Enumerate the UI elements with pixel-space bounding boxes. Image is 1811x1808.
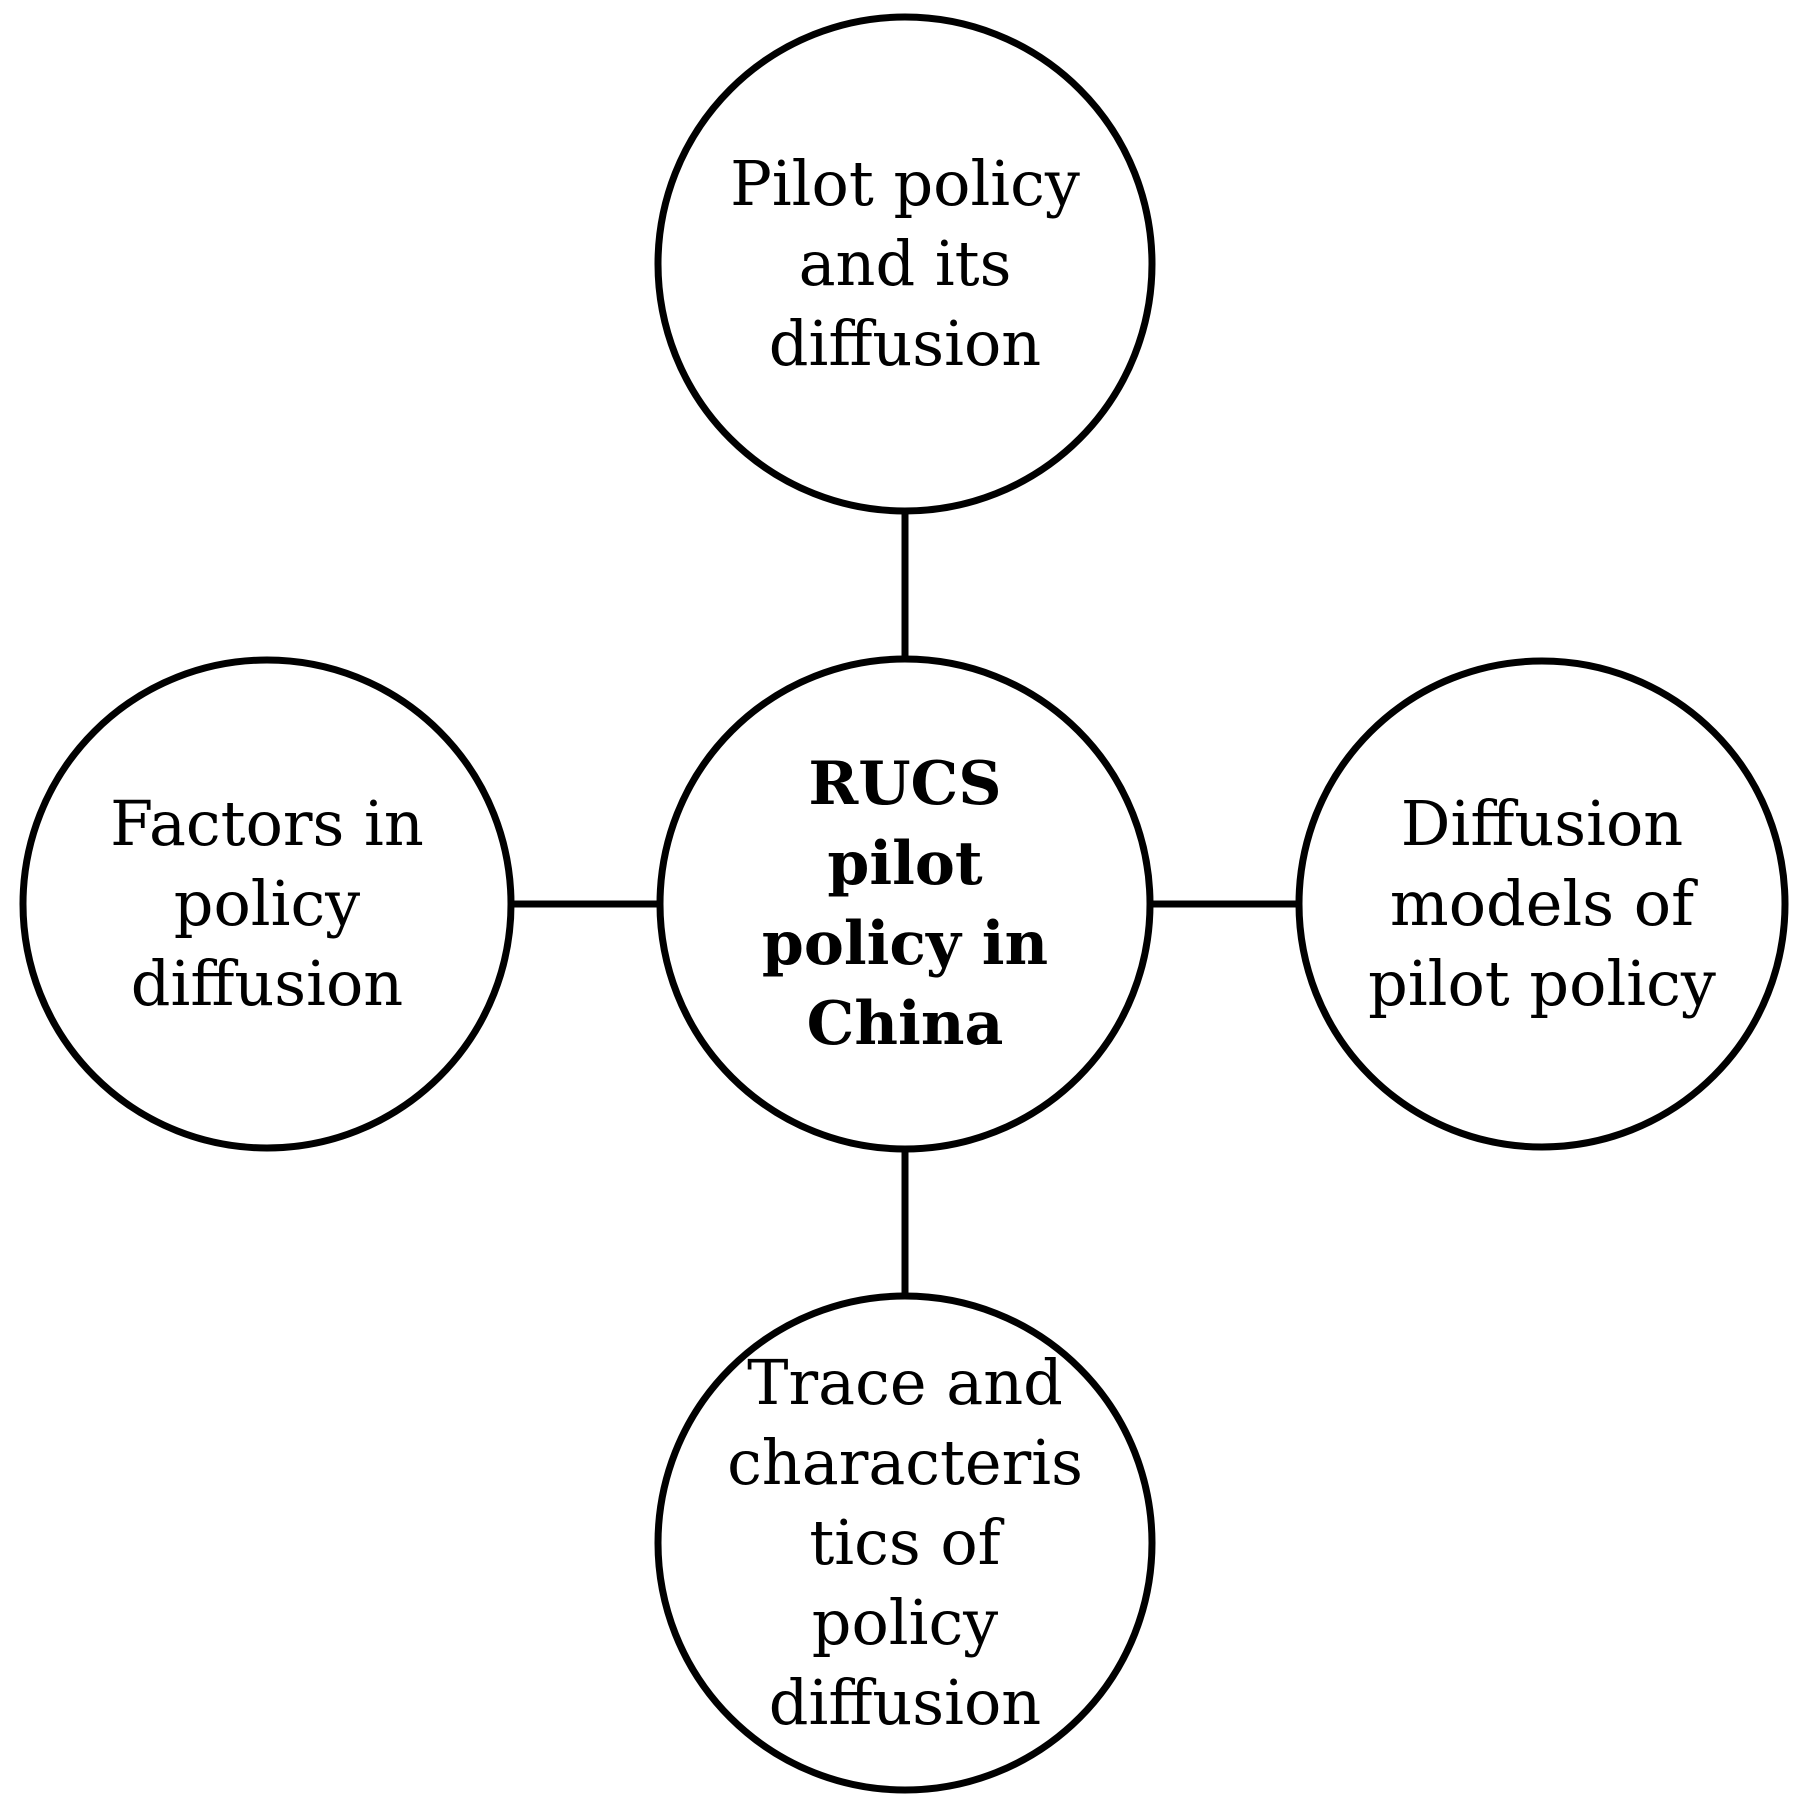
node-center-circle xyxy=(656,655,1154,1153)
node-bottom-label-line: diffusion xyxy=(768,1666,1042,1739)
node-center-label-line: policy in xyxy=(761,909,1049,979)
node-center-label: RUCS pilot policy in China xyxy=(705,744,1105,1064)
node-right-label-line: Diffusion xyxy=(1400,787,1684,860)
node-left-label-line: diffusion xyxy=(130,947,404,1020)
node-bottom-label-line: policy xyxy=(811,1586,999,1659)
node-top-label-line: and its xyxy=(798,227,1012,300)
node-bottom-label-line: Trace and xyxy=(747,1346,1063,1419)
node-bottom-label-line: tics of xyxy=(809,1506,1001,1579)
node-bottom-label-line: characteris xyxy=(727,1426,1083,1499)
node-top-label-line: diffusion xyxy=(768,307,1042,380)
node-right-label-line: models of xyxy=(1389,867,1695,940)
node-center-label-line: China xyxy=(806,989,1004,1059)
node-right-label-line: pilot policy xyxy=(1368,947,1716,1020)
node-top-circle xyxy=(654,13,1156,515)
node-center-label-line: pilot xyxy=(827,829,983,899)
node-bottom-circle xyxy=(654,1292,1156,1794)
node-center-label-line: RUCS xyxy=(808,749,1002,819)
node-left-label-line: policy xyxy=(173,867,361,940)
node-left-label-line: Factors in xyxy=(110,787,424,860)
node-left-circle xyxy=(19,656,515,1152)
node-top-label-line: Pilot policy xyxy=(730,147,1080,220)
node-right-circle xyxy=(1295,657,1789,1151)
